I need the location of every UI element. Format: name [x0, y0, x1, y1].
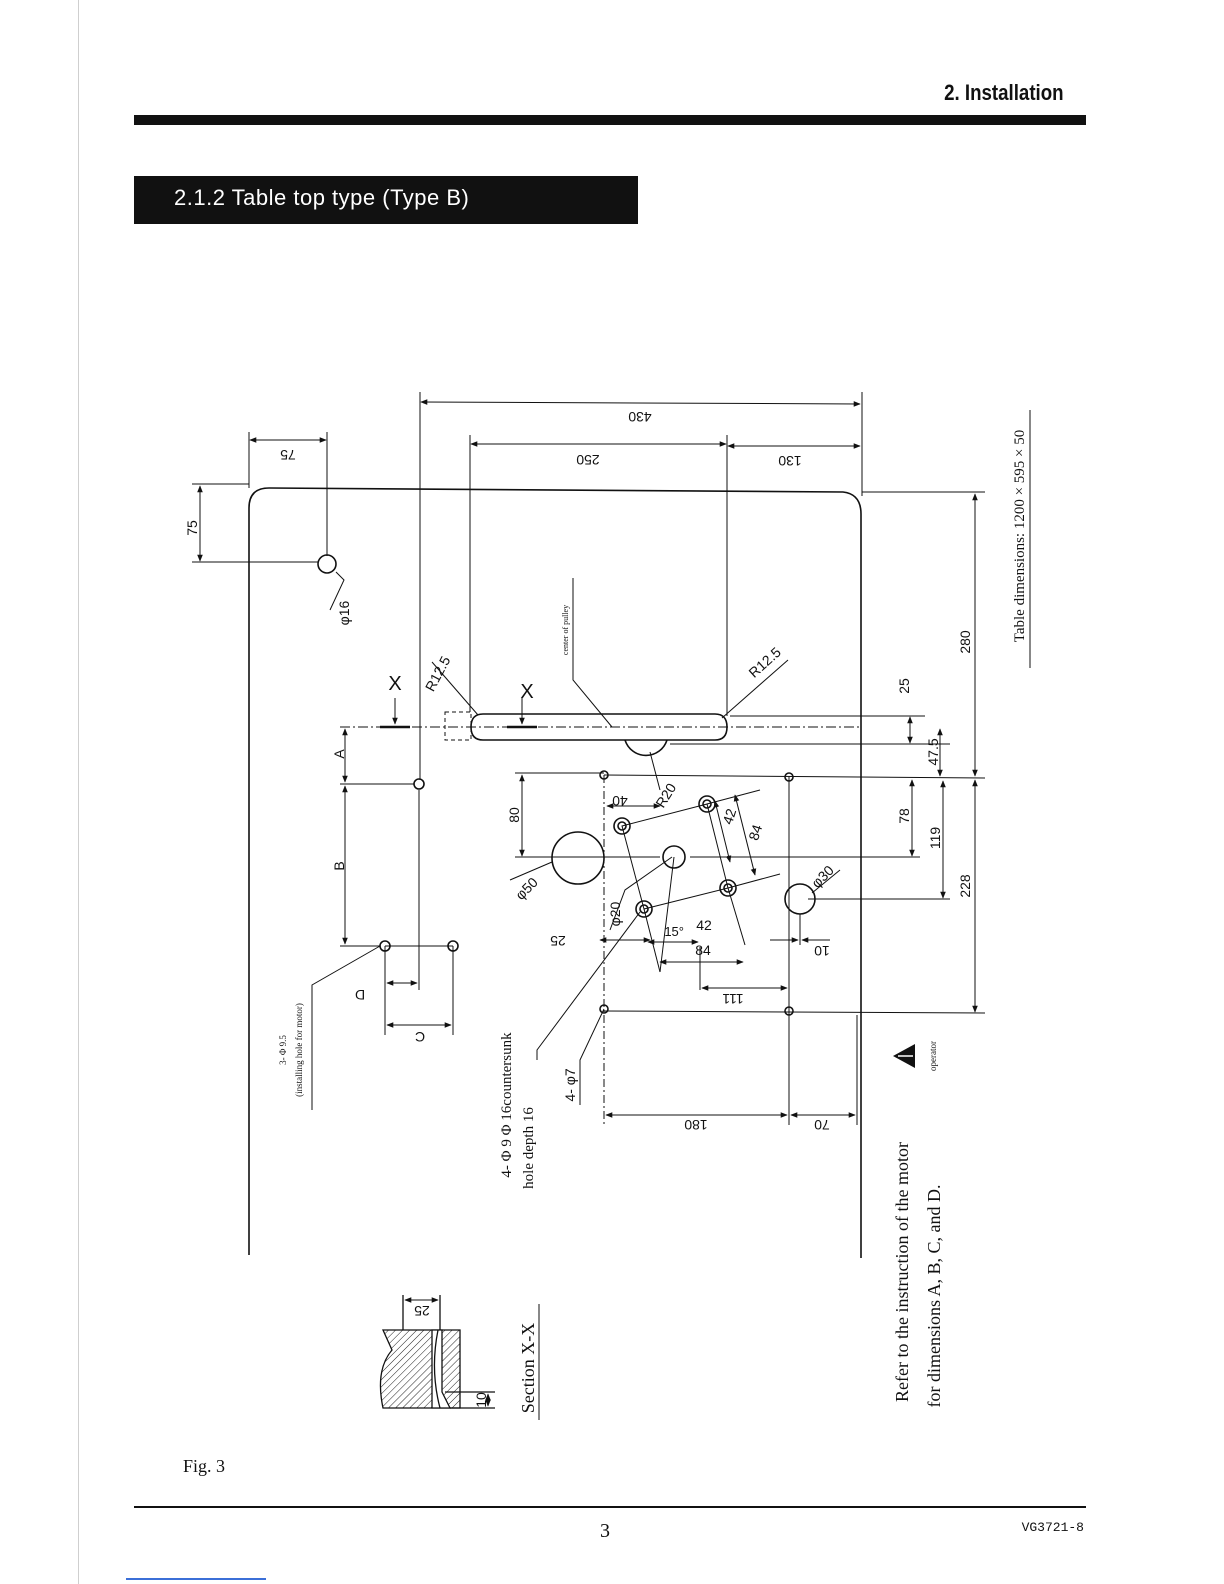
motor-instruction-note-2: for dimensions A, B, C, and D.	[924, 1185, 944, 1408]
section-xx-label: Section X-X	[518, 1323, 538, 1413]
dim-10-section: 10	[473, 1392, 489, 1408]
phi16-hole	[317, 554, 337, 574]
letter-c: C	[415, 1029, 425, 1045]
header-rule	[134, 115, 1086, 125]
phi30-label: φ30	[808, 862, 837, 891]
countersunk-depth-note: hole depth 16	[521, 1107, 537, 1189]
phi7-label: 4- φ7	[562, 1068, 578, 1101]
countersunk-note: 4- Φ 9 Φ 16countersunk	[499, 1032, 515, 1178]
operator-label: operator	[928, 1041, 938, 1071]
dim-80: 80	[506, 807, 522, 823]
document-code: VG3721-8	[1021, 1520, 1084, 1535]
table-dimensions-note: Table dimensions: 1200 × 595 × 50	[1012, 430, 1028, 643]
countersunk-hole	[719, 879, 737, 897]
section-xx-detail	[379, 1295, 495, 1409]
chapter-title: 2. Installation	[944, 80, 1064, 105]
phi20-center-hole	[662, 845, 686, 869]
dim-75-left: 75	[184, 520, 200, 536]
dim-42-b: 42	[696, 917, 712, 933]
dim-430: 430	[628, 409, 652, 425]
dim-250: 250	[576, 452, 600, 468]
countersunk-hole	[613, 817, 631, 835]
dim-15-deg: 15°	[664, 924, 684, 939]
countersunk-hole	[635, 900, 653, 918]
dim-25-right: 25	[896, 678, 912, 694]
dim-84-a: 84	[745, 822, 765, 842]
motor-hole-note: (installing hole for motor)	[294, 1003, 304, 1097]
dim-228: 228	[957, 874, 973, 898]
dim-10-a: 10	[814, 943, 830, 959]
motor-instruction-note-1: Refer to the instruction of the motor	[892, 1142, 912, 1402]
table-outline	[248, 487, 862, 1258]
dim-75-top: 75	[280, 447, 296, 463]
r12-5-left-label: R12.5	[422, 653, 454, 694]
figure-label: Fig. 3	[183, 1456, 226, 1476]
phi50-hole	[551, 831, 605, 885]
dim-78: 78	[896, 808, 912, 824]
section-marker-x: X	[388, 673, 401, 695]
motor-hole-label: 3- Φ 9.5	[278, 1035, 288, 1065]
footer-rule	[134, 1506, 1086, 1508]
dim-25-b: 25	[550, 933, 566, 949]
dim-25-section: 25	[414, 1303, 430, 1319]
letter-a: A	[331, 749, 347, 759]
dim-47-5: 47.5	[925, 738, 941, 765]
dim-280: 280	[957, 630, 973, 654]
belt-slot	[470, 713, 728, 741]
dim-84-b: 84	[695, 942, 711, 958]
motor-hole	[413, 778, 425, 790]
link-underline	[126, 1578, 266, 1580]
center-of-pulley-label: center of pulley	[561, 605, 570, 655]
dim-180: 180	[684, 1117, 708, 1133]
dim-119: 119	[927, 827, 943, 850]
dim-130: 130	[778, 453, 802, 469]
phi20-label: φ20	[607, 901, 623, 926]
dim-70: 70	[814, 1117, 830, 1133]
phi50-label: φ50	[512, 874, 541, 903]
pulley-cutout	[624, 739, 668, 757]
dim-40: 40	[612, 793, 628, 809]
letter-b: B	[331, 861, 347, 870]
page-margin-line	[78, 0, 79, 1584]
section-heading-bar: 2.1.2 Table top type (Type B)	[134, 176, 638, 224]
r12-5-right-label: R12.5	[745, 644, 784, 681]
letter-d: D	[355, 987, 365, 1003]
section-title: 2.1.2 Table top type (Type B)	[174, 185, 470, 210]
phi16-label: φ16	[336, 600, 352, 625]
dim-42-a: 42	[719, 806, 739, 826]
page-number: 3	[600, 1520, 610, 1542]
section-marker-x: X	[520, 681, 533, 703]
dim-111: 111	[722, 991, 743, 1007]
